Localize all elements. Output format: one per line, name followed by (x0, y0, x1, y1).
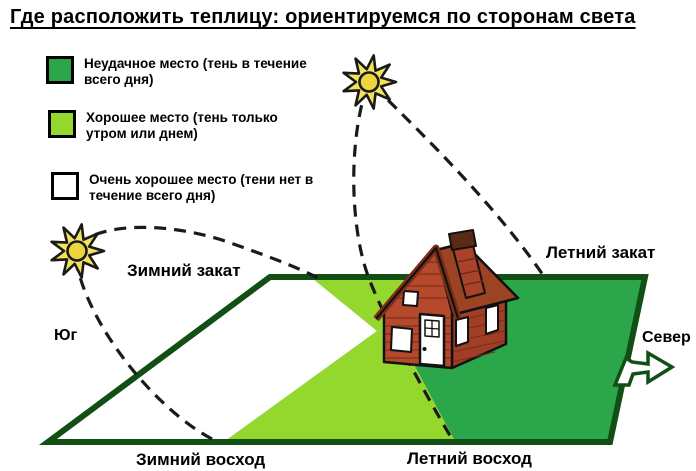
legend-item-bad-place: Неудачное место (тень в течение всего дн… (46, 56, 316, 89)
winter-sunset-label: Зимний закат (127, 261, 241, 280)
summer-sunrise-label: Летний восход (407, 449, 532, 468)
plot-area (38, 274, 649, 445)
legend-label: Хорошее место (тень только утром или дне… (86, 110, 278, 142)
page-title: Где расположить теплицу: ориентируемся п… (10, 6, 636, 28)
legend-swatch-never-shaded (51, 172, 79, 200)
house-icon (373, 229, 520, 370)
legend-swatch-shaded-part-day (48, 110, 76, 138)
legend-label: Очень хорошее место (тени нет в течение … (89, 172, 314, 204)
summer-sun-path-ascending (352, 85, 454, 440)
winter-sun-path-descending (73, 256, 213, 441)
winter-sunrise-label: Зимний восход (136, 450, 266, 469)
summer-sunset-label: Летний закат (546, 243, 656, 262)
legend-item-good-place: Хорошее место (тень только утром или дне… (48, 110, 318, 143)
legend-swatch-shaded-all-day (46, 56, 74, 84)
north-label: Север (642, 329, 691, 346)
sun-paths (73, 84, 545, 441)
legend-label: Неудачное место (тень в течение всего дн… (84, 56, 307, 88)
north-arrow-icon (612, 349, 676, 387)
never-shaded-region (49, 278, 377, 441)
winter-sun-icon (50, 223, 106, 279)
plot-border (38, 274, 649, 445)
south-label: Юг (54, 327, 78, 344)
winter-sun-path-ascending (76, 225, 319, 280)
summer-sun-path-descending (372, 84, 545, 276)
legend-item-very-good-place: Очень хорошее место (тени нет в течение … (51, 172, 321, 205)
